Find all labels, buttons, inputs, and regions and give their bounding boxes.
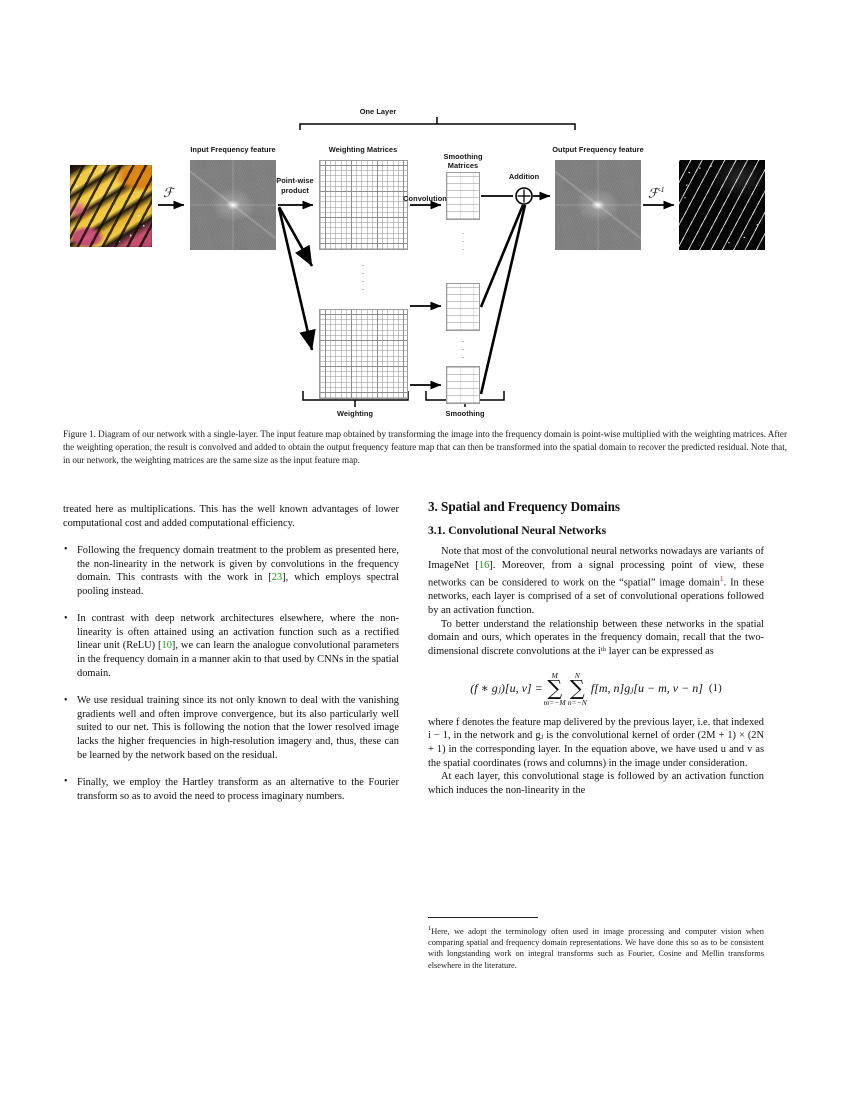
- paragraph-notation: where f denotes the feature map delivere…: [428, 716, 764, 769]
- list-item: In contrast with deep network architectu…: [63, 612, 399, 680]
- weighting-matrix-2: [319, 309, 408, 399]
- inverse-fourier-transform-symbol: ℱ-1: [648, 185, 664, 201]
- paragraph-activation: At each layer, this convolutional stage …: [428, 771, 764, 796]
- label-smoothing-matrices-line1: Smoothing: [443, 152, 483, 161]
- sum-upper-limit: N: [574, 670, 580, 680]
- figure-1-diagram: .... ... ... ℱ ℱ-1 One Layer Input Frequ…: [62, 107, 788, 418]
- footnote-body: 1Here, we adopt the terminology often us…: [428, 923, 764, 971]
- smoothing-matrix-2: [446, 283, 480, 331]
- equation-number: (1): [708, 682, 722, 695]
- label-output-frequency-feature: Output Frequency feature: [552, 145, 644, 154]
- citation-ref[interactable]: 23: [271, 572, 283, 584]
- sum-lower-limit: n=−N: [567, 697, 587, 707]
- label-smoothing-bracket: Smoothing: [445, 409, 485, 418]
- label-point-wise-line2: product: [281, 186, 309, 195]
- sigma-glyph: ∑: [569, 676, 585, 701]
- section-heading: 3. Spatial and Frequency Domains: [428, 499, 620, 514]
- inverse-exponent: -1: [658, 185, 665, 194]
- list-item: Finally, we employ the Hartley transform…: [63, 775, 399, 803]
- bullet-text-pre: In contrast with deep network architectu…: [77, 613, 399, 652]
- sum-upper-limit: M: [551, 670, 558, 680]
- label-smoothing-matrices-line2: Matrices: [447, 161, 479, 170]
- summation-2: N ∑ n=−N: [568, 672, 587, 707]
- equation-rhs: f[m, n]gⱼ[u − m, v − n]: [590, 681, 703, 696]
- right-column: 3. Spatial and Frequency Domains 3.1. Co…: [428, 499, 764, 798]
- footnote-marker[interactable]: 1: [719, 574, 724, 584]
- weighting-matrix-1: [319, 160, 408, 250]
- smoothing-vertical-dots-1: ...: [461, 227, 465, 252]
- paragraph-relationship: To better understand the relationship be…: [428, 618, 764, 658]
- list-item: We use residual training since its not o…: [63, 693, 399, 762]
- label-point-wise-line1: Point-wise: [276, 176, 314, 185]
- figure-connectors: [158, 117, 675, 407]
- label-input-frequency-feature: Input Frequency feature: [190, 145, 276, 154]
- sum-lower-limit: m=−M: [543, 697, 566, 707]
- smoothing-vertical-dots-2: ...: [461, 335, 465, 360]
- para-text-a: Note that most of the convolutional neur…: [428, 546, 764, 571]
- bullet-text-post: ], which employs spectral pooling instea…: [77, 572, 400, 597]
- subsection-heading: 3.1. Convolutional Neural Networks: [428, 524, 607, 537]
- bullet-list: Following the frequency domain treatment…: [63, 543, 400, 803]
- label-weighting-matrices: Weighting Matrices: [328, 145, 398, 154]
- citation-ref[interactable]: 16: [478, 559, 490, 571]
- sigma-glyph: ∑: [547, 676, 563, 701]
- list-item: Following the frequency domain treatment…: [63, 543, 400, 599]
- footnote-block: 1Here, we adopt the terminology often us…: [428, 917, 764, 971]
- bullet-text-pre: Following the frequency domain treatment…: [77, 544, 399, 584]
- footnote-number: 1: [428, 925, 432, 932]
- equation-lhs: (f ∗ gⱼ)[u, v] =: [470, 681, 543, 696]
- fourier-glyph: ℱ: [163, 185, 174, 200]
- figure-caption: Figure 1. Diagram of our network with a …: [63, 429, 787, 465]
- footnote-text: Here, we adopt the terminology often use…: [428, 926, 764, 970]
- input-frequency-spectrum-image: [190, 160, 276, 250]
- source-butterfly-image: [70, 165, 152, 247]
- left-column: treated here as multiplications. This ha…: [63, 503, 399, 803]
- inverse-fourier-glyph: ℱ: [648, 185, 659, 201]
- residual-output-image: [679, 160, 765, 250]
- continued-paragraph: treated here as multiplications. This ha…: [63, 504, 399, 529]
- smoothing-matrix-1: [446, 172, 480, 220]
- label-one-layer: One Layer: [359, 107, 397, 116]
- equation-1: (f ∗ gⱼ)[u, v] = M ∑ m=−M N ∑ n=−N f[m, …: [428, 668, 764, 708]
- para-text-c: . In these networks, each layer is compr…: [428, 577, 764, 617]
- label-weighting-bracket: Weighting: [336, 409, 374, 418]
- smoothing-matrix-3: [446, 366, 480, 404]
- bullet-text-post: ], we can learn the analogue convolution…: [77, 640, 399, 679]
- bullet-text-pre: We use residual training since its not o…: [77, 695, 399, 761]
- weighting-vertical-dots: ....: [361, 259, 365, 292]
- fourier-transform-symbol: ℱ: [163, 185, 173, 201]
- label-addition: Addition: [508, 172, 540, 181]
- output-frequency-spectrum-image: [555, 160, 641, 250]
- footnote-rule: [428, 917, 538, 918]
- summation-1: M ∑ m=−M: [544, 672, 566, 707]
- para-text-b: ]. Moreover, from a signal processing po…: [428, 559, 764, 589]
- paragraph-cnn-intro: Note that most of the convolutional neur…: [428, 545, 764, 618]
- label-convolution: Convolution: [403, 194, 447, 203]
- bullet-text-pre: Finally, we employ the Hartley transform…: [77, 776, 399, 802]
- equation-row: (f ∗ gⱼ)[u, v] = M ∑ m=−M N ∑ n=−N f[m, …: [470, 672, 721, 707]
- citation-ref[interactable]: 10: [161, 640, 172, 652]
